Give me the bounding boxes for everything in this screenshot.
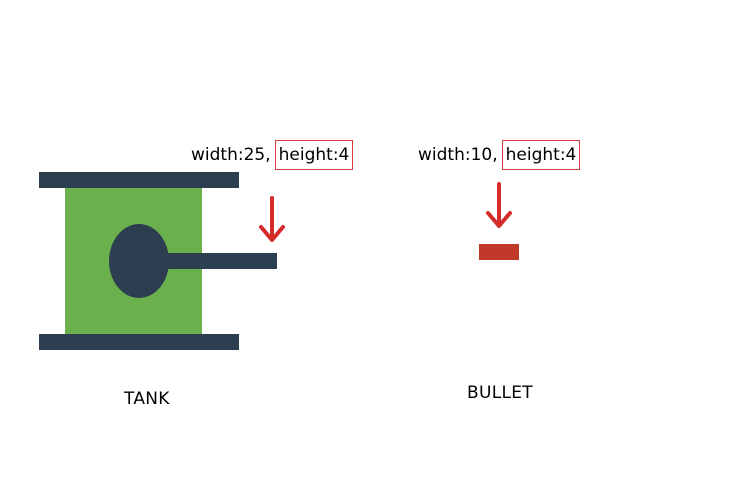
tank-height-highlight: height:4 [274, 140, 354, 170]
bullet-width-text: width:10, [418, 145, 498, 165]
bullet-caption: BULLET [467, 383, 533, 403]
tank-turret [109, 224, 169, 298]
arrow-down-icon [259, 196, 285, 242]
arrow-down-icon [486, 182, 512, 228]
tank-tread-bottom [39, 334, 239, 350]
bullet-height-highlight: height:4 [501, 140, 581, 170]
tank-dimension-label: width:25, height:4 [191, 140, 354, 170]
tank-width-text: width:25, [191, 145, 271, 165]
tank-caption: TANK [124, 389, 170, 409]
tank-tread-top [39, 172, 239, 188]
bullet-dimension-label: width:10, height:4 [418, 140, 581, 170]
tank-barrel [165, 253, 277, 269]
bullet-shape [479, 244, 519, 260]
